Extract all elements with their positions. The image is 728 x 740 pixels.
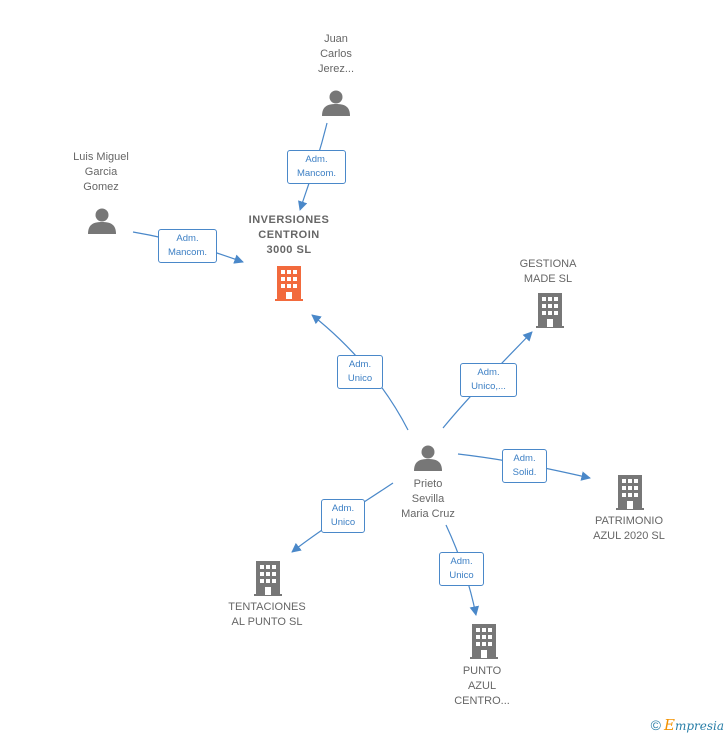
node-label-line: AZUL (467, 680, 497, 692)
edge-label-line: Adm. (477, 367, 500, 378)
edge-label-prieto-inversiones[interactable]: Adm. Unico (337, 355, 383, 389)
node-label-gestiona[interactable]: GESTIONA MADE SL (498, 257, 598, 287)
copyright-symbol: © (650, 717, 661, 733)
brand-name: mpresia (674, 719, 724, 733)
building-icon-tentaciones[interactable] (254, 561, 282, 596)
edge-label-line: Unico (449, 570, 474, 581)
node-label-line: AZUL 2020 SL (593, 530, 665, 542)
node-label-punto[interactable]: PUNTO AZUL CENTRO... (432, 664, 532, 709)
edge-label-line: Adm. (331, 503, 355, 514)
node-label-line: 3000 SL (266, 244, 312, 256)
node-label-line: Carlos (320, 48, 352, 60)
node-label-line: Prieto (413, 478, 443, 490)
edge-label-line: Adm. (305, 154, 328, 165)
node-label-luis[interactable]: Luis Miguel Garcia Gomez (56, 150, 146, 195)
building-icon-gestiona[interactable] (536, 293, 564, 328)
edge-label-line: Mancom. (296, 168, 337, 179)
edge-label-prieto-punto[interactable]: Adm. Unico (439, 552, 484, 586)
edge-label-line: Unico (347, 373, 373, 384)
node-label-patrimonio[interactable]: PATRIMONIO AZUL 2020 SL (574, 514, 684, 544)
edge-label-prieto-tentaciones[interactable]: Adm. Unico (321, 499, 365, 533)
node-label-tentaciones[interactable]: TENTACIONES AL PUNTO SL (212, 600, 322, 630)
edge-label-line: Adm. (348, 359, 372, 370)
node-label-line: Garcia (84, 166, 118, 178)
edge-label-line: Unico (330, 517, 356, 528)
edge-label-line: Adm. (176, 233, 199, 244)
node-label-line: MADE SL (523, 273, 573, 285)
node-label-line: PUNTO (462, 665, 502, 677)
edge-label-line: Adm. (450, 556, 473, 567)
node-label-line: Jerez... (317, 63, 355, 75)
edge-label-line: Mancom. (167, 247, 208, 258)
brand-initial: E (663, 716, 675, 734)
node-label-line: Luis Miguel (73, 151, 129, 163)
node-label-line: Gomez (83, 181, 119, 193)
node-label-line: CENTROIN (258, 229, 320, 241)
node-label-line: GESTIONA (519, 258, 577, 270)
edge-label-luis-inversiones[interactable]: Adm. Mancom. (158, 229, 217, 263)
node-label-line: CENTRO... (454, 695, 510, 707)
building-icon-inversiones[interactable] (275, 266, 303, 301)
edge-label-line: Unico,... (471, 381, 506, 392)
node-label-line: INVERSIONES (248, 214, 330, 226)
edge-label-prieto-patrimonio[interactable]: Adm. Solid. (502, 449, 547, 483)
node-label-line: Sevilla (411, 493, 445, 505)
node-label-juan[interactable]: Juan Carlos Jerez... (296, 32, 376, 77)
empresia-watermark[interactable]: ©Empresia (651, 716, 724, 734)
building-icon-patrimonio[interactable] (616, 475, 644, 510)
node-label-line: PATRIMONIO (594, 515, 664, 527)
edge-label-juan-inversiones[interactable]: Adm. Mancom. (287, 150, 346, 184)
node-label-prieto[interactable]: Prieto Sevilla Maria Cruz (378, 477, 478, 522)
building-icon-punto[interactable] (470, 624, 498, 659)
node-label-line: Juan (324, 33, 348, 45)
node-label-line: TENTACIONES (228, 601, 306, 613)
edge-label-prieto-gestiona[interactable]: Adm. Unico,... (460, 363, 517, 397)
edge-label-line: Adm. (513, 453, 536, 464)
node-label-line: Maria Cruz (401, 508, 455, 520)
node-label-inversiones[interactable]: INVERSIONES CENTROIN 3000 SL (234, 213, 344, 258)
edge-label-line: Solid. (512, 467, 537, 478)
node-label-line: AL PUNTO SL (231, 616, 303, 628)
